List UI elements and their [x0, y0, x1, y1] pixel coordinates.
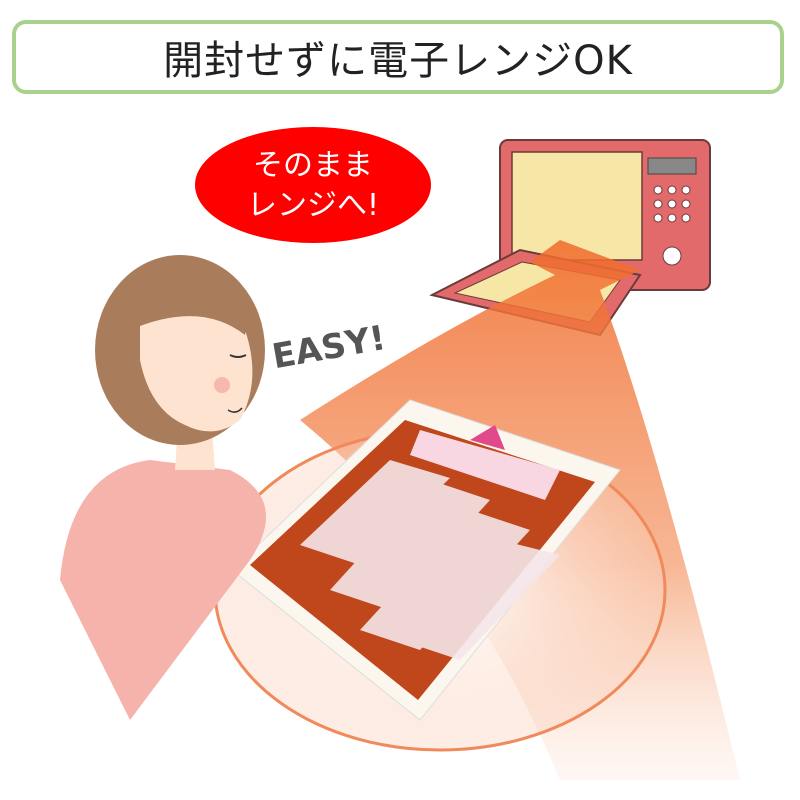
title-banner: 開封せずに電子レンジOK [12, 20, 784, 94]
speech-bubble-line2: レンジへ! [247, 188, 379, 223]
speech-bubble-line1: そのまま [253, 148, 373, 183]
easy-label: EASY! [269, 318, 388, 377]
woman-icon [60, 255, 266, 720]
retort-pouch-image [231, 399, 621, 721]
banner-title: 開封せずに電子レンジOK [163, 38, 633, 84]
speech-bubble: そのまま レンジへ! [195, 127, 431, 243]
